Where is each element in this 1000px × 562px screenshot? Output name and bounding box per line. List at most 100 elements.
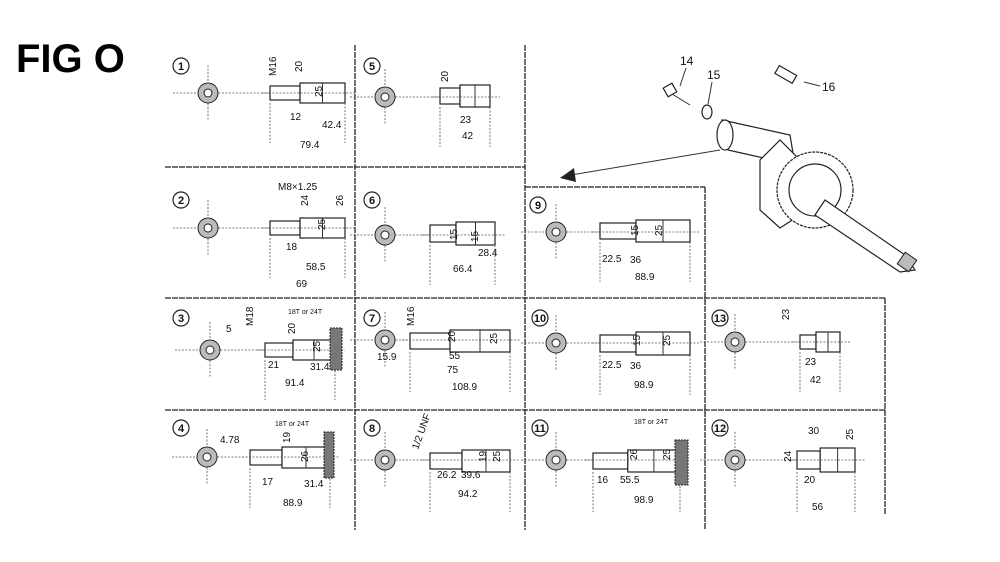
gear-spec-label: 18T or 24T xyxy=(288,309,323,316)
panel-number: 13 xyxy=(714,313,726,325)
dimension-label: 22.5 xyxy=(602,254,622,265)
panel-number-circle xyxy=(531,419,549,437)
panel-number-circle xyxy=(363,309,381,327)
dimension-label: 55 xyxy=(449,351,461,362)
dimension-label: M8×1.25 xyxy=(278,182,318,193)
dimension-label: 23 xyxy=(781,308,792,320)
dimension-label: 25 xyxy=(845,428,856,440)
dimension-label: 36 xyxy=(630,255,642,266)
gear-teeth xyxy=(329,327,343,371)
dimension-label: 98.9 xyxy=(634,380,654,391)
shaft-profile xyxy=(432,84,500,147)
shaft-profile xyxy=(592,331,700,395)
dimension-label: 22.5 xyxy=(602,360,622,371)
dimension-label: 25 xyxy=(489,332,500,344)
panel-number-circle xyxy=(172,419,190,437)
panel-number-circle xyxy=(711,309,729,327)
panel-1: 1 M16 20 25 12 42.479.4 xyxy=(172,56,355,151)
washer-15 xyxy=(701,104,713,120)
dimension-label: 75 xyxy=(447,365,459,376)
panel-number-circle xyxy=(531,309,549,327)
gear-spec-label: 18T or 24T xyxy=(634,419,669,426)
dimension-label: 30 xyxy=(808,426,820,437)
panel-number: 11 xyxy=(534,423,546,435)
shaft-profile xyxy=(262,217,355,278)
dimension-label: 26 xyxy=(629,448,640,460)
crankshaft-illustration: 14 15 16 xyxy=(560,54,918,273)
shaft-profile xyxy=(592,219,700,282)
dimension-label: 20 xyxy=(440,70,451,82)
panel-number: 1 xyxy=(178,61,184,73)
panel-5: 5 20 23 42 xyxy=(350,57,500,147)
dimension-label: 79.4 xyxy=(300,140,320,151)
dimension-label: 25 xyxy=(492,450,503,462)
callout-14: 14 xyxy=(680,54,694,68)
dimension-label: 56 xyxy=(812,502,824,513)
shaft-profile xyxy=(422,449,520,512)
bolt-14 xyxy=(662,82,691,106)
dimension-label: 69 xyxy=(296,279,308,290)
dimension-label: 66.4 xyxy=(453,264,473,275)
panel-number-circle xyxy=(529,196,547,214)
dimension-label: 1/2 UNF xyxy=(410,412,433,451)
dimension-label: 26.2 xyxy=(437,470,457,481)
gear-spec-label: 18T or 24T xyxy=(275,421,310,428)
dimension-label: 12 xyxy=(290,112,302,123)
dimension-label: 31.4 xyxy=(304,479,324,490)
dimension-label: 15.9 xyxy=(377,352,397,363)
panel-number-circle xyxy=(172,191,190,209)
dimension-label: 17 xyxy=(262,477,274,488)
panel-number: 4 xyxy=(178,423,185,435)
dimension-label: 15 xyxy=(630,224,641,236)
shaft-profile xyxy=(585,449,690,512)
dimension-label: 42.4 xyxy=(322,120,342,131)
dimension-label: 15 xyxy=(632,334,643,346)
dimension-label: M16 xyxy=(268,56,279,76)
dimension-label: 91.4 xyxy=(285,378,305,389)
panel-number: 7 xyxy=(369,313,375,325)
dimension-label: 36 xyxy=(630,361,642,372)
panel-number-circle xyxy=(172,57,190,75)
dimension-label: 25 xyxy=(312,340,323,352)
shaft-profile xyxy=(792,331,850,392)
panel-number-circle xyxy=(363,419,381,437)
dimension-label: 21 xyxy=(268,360,280,371)
dimension-label: 25 xyxy=(662,334,673,346)
shaft-profile xyxy=(402,329,520,392)
shaft-profile xyxy=(242,446,340,508)
panel-number-circle xyxy=(172,309,190,327)
dimension-label: 98.9 xyxy=(634,495,654,506)
dimension-label: 58.5 xyxy=(306,262,326,273)
dimension-label: 20 xyxy=(294,60,305,72)
dimension-label: 20 xyxy=(447,330,458,342)
gear-teeth xyxy=(323,431,335,479)
dimension-label: 42 xyxy=(462,131,474,142)
dimension-label: 25 xyxy=(314,85,325,97)
shaft-profile xyxy=(262,82,355,143)
callout-15: 15 xyxy=(707,68,721,82)
dimension-label: 25 xyxy=(654,224,665,236)
dimension-label: 19 xyxy=(282,431,293,443)
shaft-profile xyxy=(257,339,345,400)
panel-number: 10 xyxy=(534,313,546,325)
dimension-label: 5 xyxy=(226,324,232,335)
panel-number: 5 xyxy=(369,61,375,73)
callout-16: 16 xyxy=(822,80,836,94)
dimension-label: 39.6 xyxy=(461,470,481,481)
dimension-label: 19 xyxy=(478,450,489,462)
gear-teeth xyxy=(674,439,689,486)
panel-number: 8 xyxy=(369,423,375,435)
dimension-label: 24 xyxy=(783,450,794,462)
panel-number: 3 xyxy=(178,313,184,325)
dimension-label: 26 xyxy=(300,450,311,462)
dimension-label: 23 xyxy=(460,115,472,126)
panel-number: 12 xyxy=(714,423,726,435)
